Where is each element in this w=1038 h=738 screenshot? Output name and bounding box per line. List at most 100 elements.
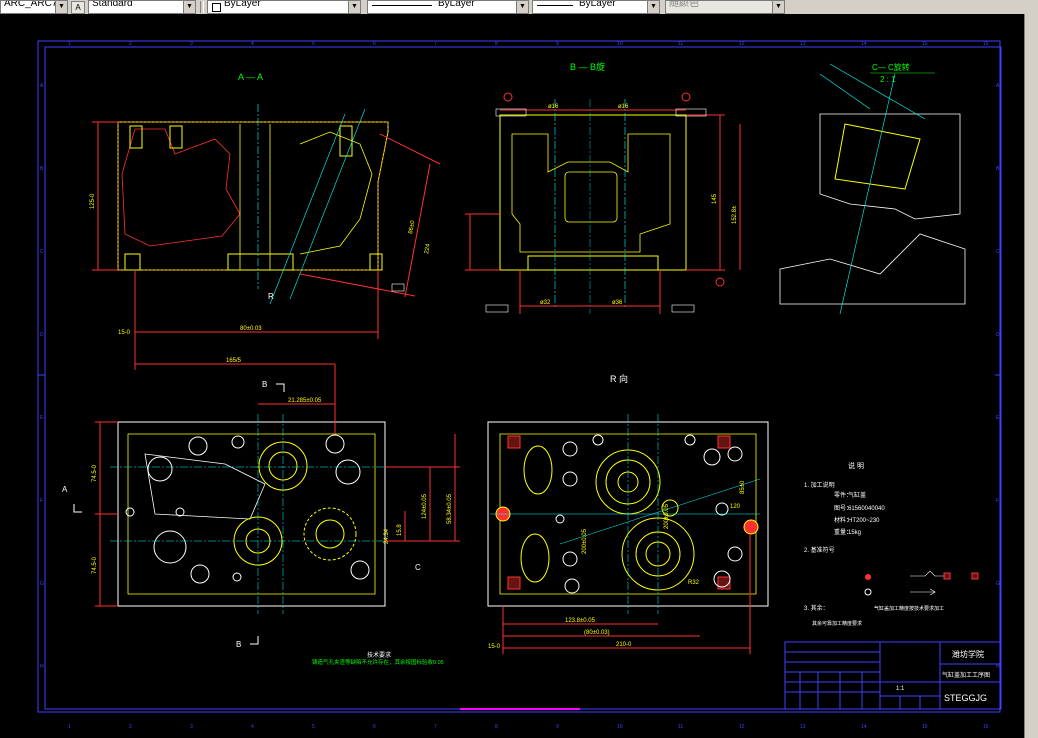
mat-label1: 零件：	[834, 491, 852, 499]
grid-label-side: D	[996, 332, 1000, 338]
label-a: A	[62, 485, 68, 494]
dim-745a: 74.5-0	[92, 464, 98, 482]
grid-label-top: 11	[678, 41, 683, 47]
chevron-down-icon[interactable]: ▼	[516, 1, 528, 13]
dim-32a: ø32	[540, 300, 551, 306]
grid-label-top: 3	[190, 41, 193, 47]
chevron-down-icon[interactable]: ▼	[772, 1, 784, 13]
dim-158: 15.8	[397, 524, 403, 536]
mat-val2: 61560040040	[848, 506, 885, 512]
dim-2001: 200±0.05	[582, 528, 588, 554]
dim-86: 86±0	[408, 220, 416, 235]
dim-15: 15-0	[118, 330, 131, 336]
notes-title: 说 明	[848, 461, 864, 470]
inner-frame	[44, 46, 1002, 710]
chevron-down-icon[interactable]: ▼	[55, 1, 67, 13]
grid-label-top: 14	[861, 724, 867, 730]
grid-label-side: H	[996, 664, 1000, 670]
chevron-down-icon[interactable]: ▼	[183, 1, 195, 13]
grid-label-top: 4	[251, 41, 254, 47]
dim-1247: 124±0.05	[422, 493, 428, 519]
color-swatch-icon	[212, 3, 221, 12]
chevron-down-icon[interactable]: ▼	[348, 1, 360, 13]
view-bb-title: B — B旋	[570, 61, 605, 72]
notes-item4: 其余可靠加工精度要求	[812, 620, 862, 627]
grid-label-top: 9	[556, 724, 559, 730]
vertical-scrollbar[interactable]	[1024, 14, 1038, 738]
lineweight-value: ByLayer	[579, 0, 616, 9]
grid-label-top: 3	[190, 724, 193, 730]
dim-r32: R32	[688, 580, 700, 586]
notes-item3: 3. 其余：	[804, 604, 829, 612]
dim-85: 85±0	[740, 480, 746, 494]
grid-label-top: 10	[617, 41, 623, 47]
notes-item1: 1. 加工说明	[804, 481, 835, 489]
textstyle-icon[interactable]: A	[71, 1, 85, 14]
outer-frame	[37, 40, 1001, 713]
chevron-down-icon[interactable]: ▼	[647, 1, 659, 13]
grid-label-top: 14	[861, 41, 867, 47]
grid-label-top: 2	[129, 41, 132, 47]
grid-label-top: 8	[495, 41, 498, 47]
color-value: 随颜色	[669, 0, 699, 9]
textstyle-value: Standard	[92, 0, 133, 9]
grid-label-side: G	[40, 581, 44, 587]
grid-label-top: 16	[983, 724, 989, 730]
grid-labels-top: 1122334455667788991010111112121313141415…	[68, 41, 989, 730]
grid-label-side: C	[40, 249, 44, 255]
grid-label-side: D	[40, 332, 44, 338]
lineweight-dropdown[interactable]: ByLayer ▼	[532, 0, 660, 14]
grid-label-top: 6	[373, 724, 376, 730]
color-dropdown[interactable]: 随颜色 ▼	[665, 0, 785, 14]
textstyle-dropdown[interactable]: Standard ▼	[88, 0, 196, 14]
mat-val1: 气缸盖	[848, 491, 866, 499]
titleblock-code: STEGGJG	[944, 693, 987, 703]
grid-label-top: 1	[68, 41, 71, 47]
mat-label2: 图号：	[834, 505, 852, 512]
dim-125: 125-0	[90, 193, 96, 209]
grid-label-top: 9	[556, 41, 559, 47]
view-bb: B — B旋 ø16 ø16 145 152.8± ø32 ø36	[465, 61, 741, 314]
dim-224: 224	[424, 243, 432, 255]
grid-label-side: F	[996, 498, 999, 504]
dim-145: 145	[712, 193, 718, 204]
grid-label-top: 15	[922, 41, 928, 47]
grid-label-top: 5	[312, 724, 315, 730]
notes-block: 说 明 1. 加工说明 零件： 气缸盖 图号： 61560040040 材料： …	[804, 461, 979, 627]
grid-label-top: 8	[495, 724, 498, 730]
layer-dropdown[interactable]: ByLayer ▼	[207, 0, 361, 14]
label-r: R	[268, 292, 274, 301]
view-cc-title: C— C旋转	[872, 62, 910, 72]
dim-36b: ø36	[612, 300, 623, 306]
tech-title: 技术要求	[367, 651, 391, 659]
dim-120: 120	[730, 504, 741, 510]
grid-label-top: 13	[800, 724, 806, 730]
grid-label-side: H	[40, 664, 44, 670]
dimstyle-value: ARC_ARC7	[4, 0, 58, 9]
view-r: R 向 12	[487, 373, 769, 654]
linetype-value: ByLayer	[438, 0, 475, 9]
view-cc-scale: 2 : 1	[880, 75, 896, 84]
grid-label-side: E	[996, 415, 1000, 421]
label-b-top: B	[262, 380, 267, 389]
view-cc: C— C旋转 2 : 1	[779, 62, 966, 315]
titleblock-scale: 1:1	[896, 686, 905, 692]
properties-toolbar: ARC_ARC7 ▼ A Standard ▼ ByLayer ▼ ByLaye…	[0, 0, 1038, 15]
grid-label-top: 7	[434, 724, 437, 730]
dim-5834: 58.34±0.05	[447, 493, 453, 524]
grid-label-top: 13	[800, 41, 806, 47]
label-b-bottom: B	[236, 640, 241, 649]
dim-2434: 24.34	[384, 528, 390, 544]
dim-210: 210-0	[616, 642, 632, 648]
grid-label-side: A	[40, 83, 44, 89]
layer-value: ByLayer	[224, 0, 261, 9]
linetype-preview-icon	[372, 5, 432, 6]
linetype-dropdown[interactable]: ByLayer ▼	[367, 0, 529, 14]
grid-label-top: 11	[678, 724, 683, 730]
mat-val3: HT200~230	[848, 518, 880, 524]
dimstyle-dropdown[interactable]: ARC_ARC7 ▼	[0, 0, 68, 14]
cad-drawing: 1122334455667788991010111112121313141415…	[37, 40, 1002, 730]
grid-label-top: 2	[129, 724, 132, 730]
